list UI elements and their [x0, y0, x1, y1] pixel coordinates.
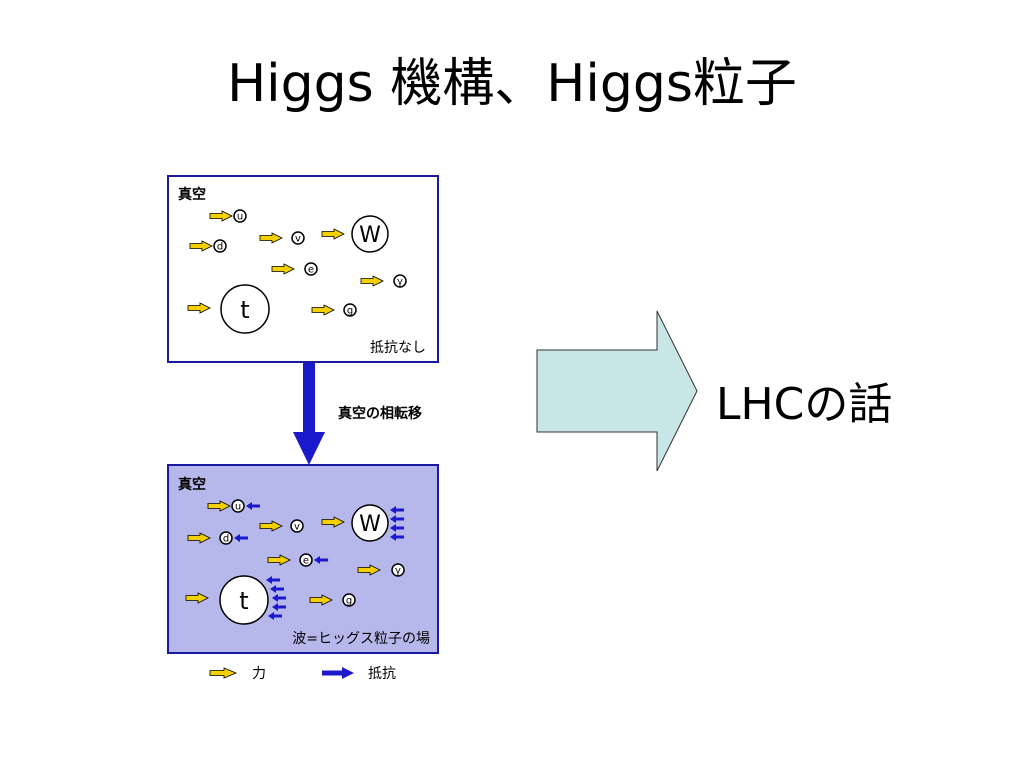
resist-arrow-icon — [314, 556, 328, 564]
bottom-particle-e: e — [267, 553, 328, 567]
top-particle-w: W — [321, 215, 389, 253]
top-particle-g: g — [311, 303, 357, 317]
big-right-arrow-icon — [536, 310, 698, 472]
svg-text:g: g — [346, 596, 352, 607]
top-panel-footer-label: 抵抗なし — [370, 340, 426, 356]
resist-arrow-icon — [270, 585, 284, 593]
legend: 力 抵抗 — [209, 666, 396, 682]
resist-arrow-icon — [268, 612, 282, 620]
svg-text:t: t — [239, 587, 248, 615]
force-arrow-icon — [207, 500, 231, 512]
svg-text:e: e — [308, 265, 314, 276]
force-arrow-icon — [321, 516, 345, 528]
bottom-particle-g: g — [309, 593, 356, 607]
top-particle-e: e — [271, 262, 318, 276]
bottom-panel-box — [167, 464, 439, 654]
force-arrow-icon — [209, 210, 233, 222]
force-arrow-icon — [311, 304, 335, 316]
svg-text:W: W — [359, 512, 381, 537]
top-panel-box — [167, 175, 439, 363]
force-arrow-icon — [357, 564, 381, 576]
svg-text:d: d — [223, 534, 229, 545]
force-arrow-icon — [309, 594, 333, 606]
resist-arrow-icon — [390, 506, 404, 514]
force-arrow-icon — [360, 275, 384, 287]
resist-arrow-icon — [272, 603, 286, 611]
force-arrow-icon — [271, 263, 295, 275]
bottom-particle-t: t — [185, 575, 286, 625]
bottom-particle-d: d — [187, 531, 248, 545]
phase-transition-arrow-icon — [293, 363, 325, 465]
force-arrow-icon — [267, 554, 291, 566]
svg-text:W: W — [359, 223, 381, 248]
legend-force-label: 力 — [252, 666, 266, 682]
legend-force-arrow-icon — [209, 667, 238, 679]
bottom-particle-v: v — [259, 519, 304, 533]
svg-text:g: g — [347, 306, 353, 317]
top-particle-t: t — [187, 284, 270, 334]
resist-arrow-icon — [266, 576, 280, 584]
legend-resist-label: 抵抗 — [368, 666, 396, 682]
resist-arrow-icon — [390, 533, 404, 541]
transition-label: 真空の相転移 — [338, 405, 422, 422]
bottom-particle-gamma: γ — [357, 563, 405, 577]
legend-resist-arrow-icon — [322, 667, 354, 679]
svg-text:γ: γ — [397, 277, 403, 288]
force-arrow-icon — [259, 520, 283, 532]
svg-text:t: t — [240, 296, 249, 324]
top-particle-v: v — [259, 231, 305, 245]
top-particle-gamma: γ — [360, 274, 407, 288]
svg-text:e: e — [303, 556, 309, 567]
bottom-panel-corner-label: 真空 — [178, 476, 206, 493]
force-arrow-icon — [187, 302, 211, 314]
bottom-particle-u: u — [207, 499, 260, 513]
slide-title: Higgs 機構、Higgs粒子 — [227, 54, 797, 114]
force-arrow-icon — [187, 532, 211, 544]
resist-arrow-icon — [234, 534, 248, 542]
resist-arrow-icon — [246, 502, 260, 510]
svg-text:v: v — [295, 234, 301, 245]
top-particle-d: d — [189, 239, 227, 253]
top-particle-u: u — [209, 209, 247, 223]
lhc-label: LHCの話 — [716, 379, 893, 430]
resist-arrow-icon — [390, 524, 404, 532]
bottom-panel-footer-label: 波=ヒッグス粒子の場 — [292, 631, 430, 647]
svg-text:v: v — [294, 522, 300, 533]
top-panel-corner-label: 真空 — [178, 186, 206, 203]
svg-text:u: u — [237, 212, 243, 223]
svg-text:γ: γ — [395, 566, 401, 577]
force-arrow-icon — [185, 592, 209, 604]
resist-arrow-icon — [390, 515, 404, 523]
bottom-particle-w: W — [321, 504, 404, 542]
force-arrow-icon — [321, 228, 345, 240]
svg-text:d: d — [217, 242, 223, 253]
force-arrow-icon — [259, 232, 283, 244]
svg-text:u: u — [235, 502, 241, 513]
force-arrow-icon — [189, 240, 213, 252]
resist-arrow-icon — [272, 594, 286, 602]
